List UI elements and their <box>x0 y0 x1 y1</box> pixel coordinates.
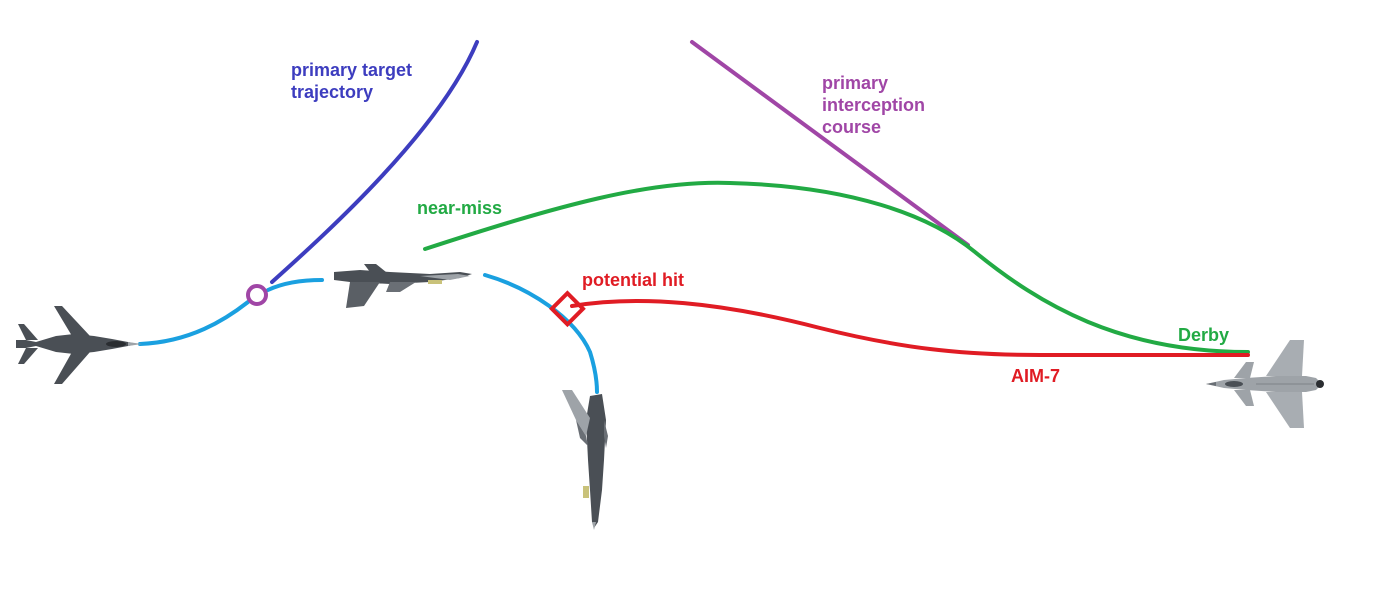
diamond-marker-icon <box>549 290 586 328</box>
primary-interception-course-line <box>690 40 970 247</box>
primary-target-trajectory-line <box>270 40 479 284</box>
potential-hit-line <box>570 298 1250 357</box>
fighter-path <box>138 273 599 394</box>
aim7-label: AIM-7 <box>1011 366 1060 386</box>
near-miss-label: near-miss <box>417 198 503 218</box>
circle-marker-icon <box>246 284 268 306</box>
f16-diving-icon <box>562 390 608 530</box>
f16-banking-icon <box>334 264 472 308</box>
primary-target-trajectory-label: primary target trajectory <box>291 60 413 102</box>
f16-top-view-icon <box>16 306 142 384</box>
primary-interception-course-label: primary interception course <box>822 73 926 137</box>
derby-label: Derby <box>1178 325 1230 345</box>
gripen-top-view-icon <box>1206 340 1324 428</box>
potential-hit-label: potential hit <box>582 270 684 290</box>
near-miss-line <box>423 180 1250 354</box>
